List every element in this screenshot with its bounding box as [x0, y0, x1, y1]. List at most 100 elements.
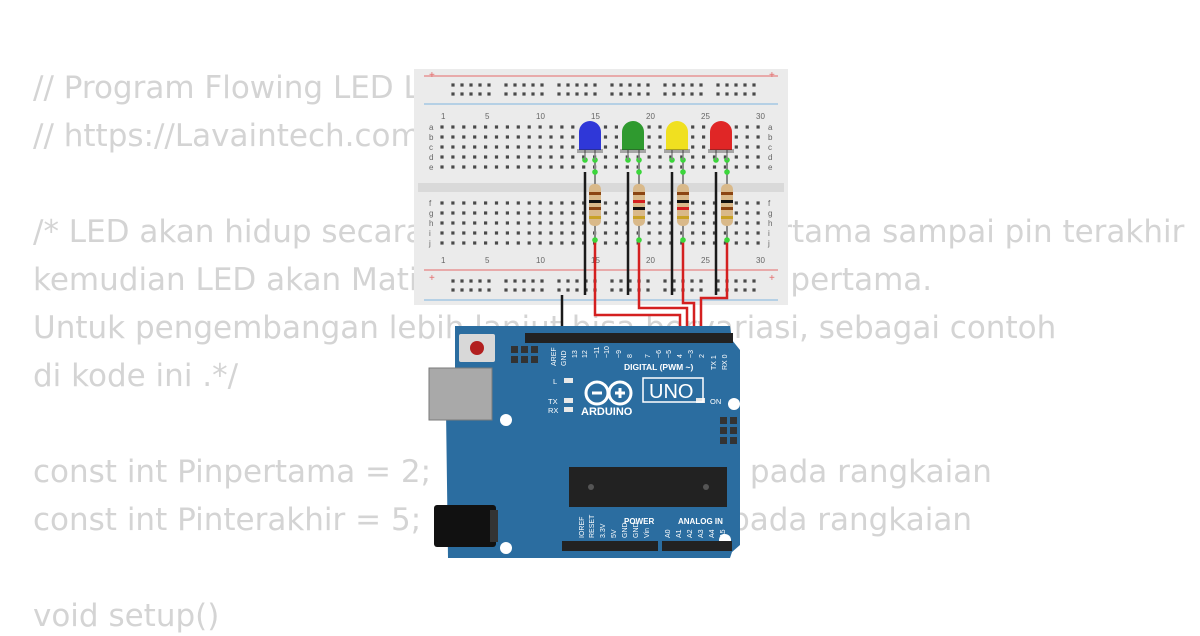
signal-wire-pin-4[interactable] [637, 240, 689, 340]
breadboard-hole [440, 125, 444, 129]
digital-pin-label: ~9 [616, 350, 623, 358]
mounting-hole [500, 414, 512, 426]
breadboard-hole [603, 155, 608, 159]
breadboard-hole [487, 83, 491, 87]
breadboard-hole [451, 288, 455, 292]
led-yellow[interactable] [664, 121, 690, 160]
breadboard-hole [734, 201, 738, 205]
digital-header-label: DIGITAL (PWM ~) [624, 362, 694, 372]
analog-pin-label: A4 [709, 529, 716, 538]
breadboard-hole [505, 221, 509, 225]
breadboard-hole [712, 165, 717, 169]
breadboard-hole [690, 279, 694, 283]
breadboard-hole [473, 155, 477, 159]
breadboard-hole [614, 211, 618, 215]
breadboard-hole [745, 231, 749, 235]
power-header[interactable] [562, 541, 658, 551]
analog-pin-label: A1 [676, 529, 683, 538]
breadboard-hole [560, 221, 564, 225]
breadboard-hole [716, 83, 720, 87]
breadboard-hole [549, 135, 553, 139]
breadboard-hole [557, 279, 561, 283]
mounting-hole [500, 542, 512, 554]
board-brand-label: ARDUINO [581, 406, 633, 418]
breadboard-hole [462, 241, 466, 245]
breadboard-hole [603, 221, 608, 225]
breadboard-hole [603, 125, 608, 129]
breadboard-hole [734, 135, 738, 139]
breadboard-hole [752, 288, 756, 292]
breadboard-hole [494, 145, 499, 149]
breadboard-hole [516, 145, 520, 149]
breadboard-hole [658, 221, 662, 225]
breadboard-hole [494, 241, 499, 245]
led-rx-label: RX [548, 406, 558, 415]
breadboard-hole [593, 83, 597, 87]
breadboard-hole [473, 201, 477, 205]
led-rx-indicator [564, 407, 573, 412]
resistor-band [589, 216, 601, 219]
breadboard-hole [451, 92, 455, 96]
breadboard-hole [516, 241, 520, 245]
breadboard-hole [745, 211, 749, 215]
led-blue[interactable] [577, 121, 603, 160]
ground-wires[interactable] [560, 172, 718, 338]
leds[interactable] [577, 121, 734, 160]
breadboard-hole [540, 83, 544, 87]
led-red[interactable] [708, 121, 734, 160]
breadboard-hole [702, 165, 706, 169]
breadboard-hole [557, 83, 561, 87]
breadboard-hole [619, 83, 623, 87]
breadboard-hole [647, 231, 651, 235]
chip-notch [703, 484, 709, 490]
usb-connector [428, 367, 493, 421]
breadboard-hole [527, 165, 531, 169]
breadboard-hole [610, 279, 614, 283]
breadboard-hole [646, 279, 650, 283]
led-on-label: ON [710, 397, 721, 406]
breadboard-hole [646, 288, 650, 292]
breadboard-hole [473, 221, 477, 225]
breadboard-hole [440, 155, 444, 159]
column-number: 5 [485, 256, 490, 265]
breadboard-hole [494, 135, 499, 139]
breadboard-hole [505, 231, 509, 235]
breadboard-hole [440, 145, 444, 149]
signal-wire-pin-3[interactable] [681, 240, 696, 340]
breadboard-hole [549, 211, 553, 215]
breadboard-hole [702, 201, 706, 205]
breadboard-hole [462, 221, 466, 225]
breadboard-hole [460, 279, 464, 283]
breadboard-hole [725, 83, 729, 87]
breadboard-hole [494, 221, 499, 225]
breadboard-hole [619, 288, 623, 292]
reset-button-cap[interactable] [470, 341, 484, 355]
row-letter: h [429, 219, 433, 228]
analog-header[interactable] [662, 541, 732, 551]
resistor[interactable] [721, 160, 733, 240]
breadboard-hole [681, 92, 685, 96]
digital-header[interactable] [525, 333, 733, 343]
breadboard-hole [658, 211, 662, 215]
breadboard-hole [680, 231, 684, 235]
breadboard-hole [699, 83, 703, 87]
row-letter: b [429, 133, 434, 142]
signal-wire-pin-2[interactable] [699, 240, 729, 340]
breadboard-hole [636, 155, 640, 159]
breadboard-hole [743, 279, 747, 283]
rail-plus-label: + [429, 273, 435, 284]
arduino-uno-board[interactable]: UNO ARDUINO DIGITAL (PWM ~) POWER ANALOG… [428, 326, 740, 558]
breadboard-hole [734, 83, 738, 87]
led-green[interactable] [620, 121, 646, 160]
digital-pin-label: GND [561, 350, 568, 366]
breadboard-hole [614, 201, 618, 205]
led-l-label: L [553, 377, 557, 386]
column-number: 25 [701, 112, 710, 121]
breadboard-hole [582, 221, 586, 225]
breadboard-hole [484, 165, 488, 169]
power-pin-label: GND [633, 522, 640, 538]
led-tx-label: TX [548, 397, 558, 406]
breadboard-hole [575, 279, 579, 283]
breadboard-hole [614, 241, 618, 245]
